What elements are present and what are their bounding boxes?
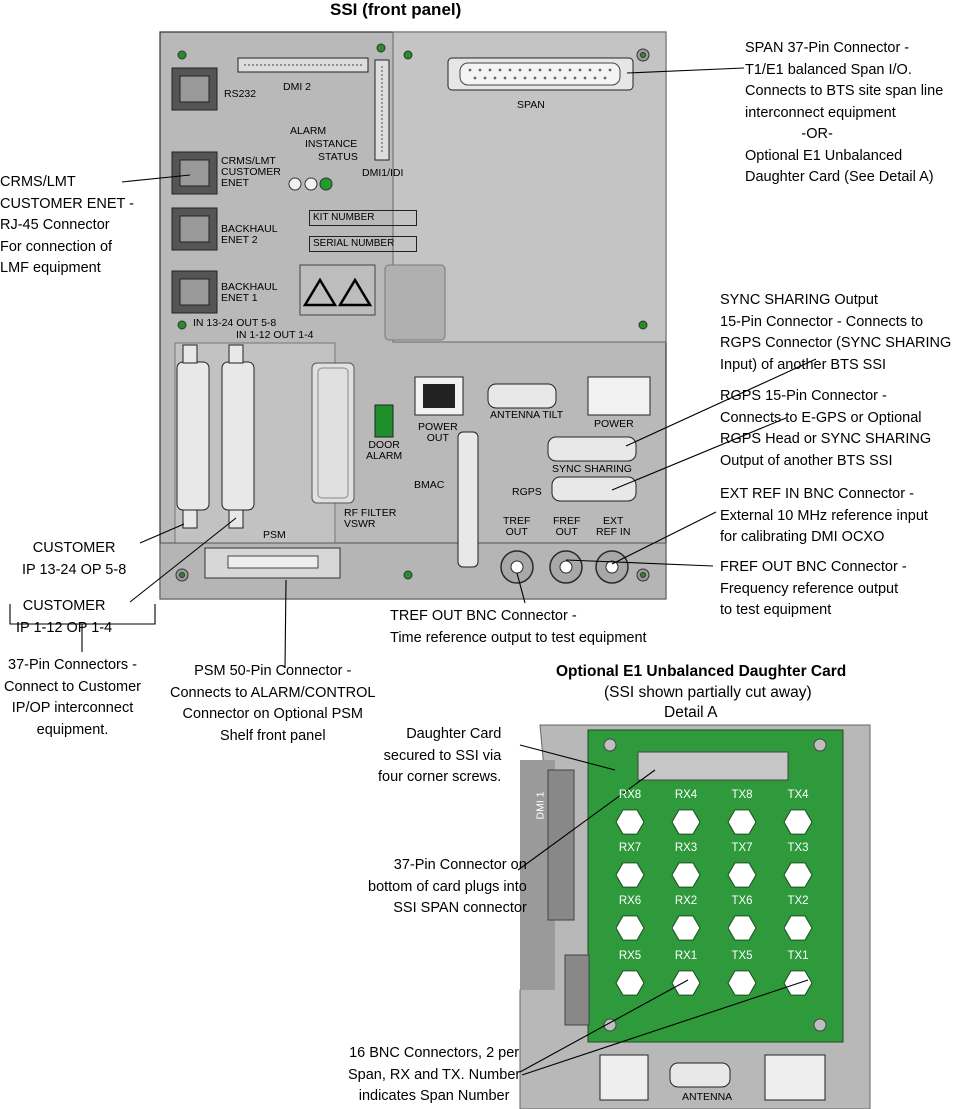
callout-fref-out: FREF OUT BNC Connector - Frequency refer… bbox=[720, 559, 907, 618]
label-status: STATUS bbox=[318, 151, 358, 163]
label-antenna-tilt: ANTENNA TILT bbox=[490, 409, 564, 421]
callout-37pin-connectors: 37-Pin Connectors - Connect to Customer … bbox=[4, 657, 142, 738]
callout-16-bnc: 16 BNC Connectors, 2 per Span, RX and TX… bbox=[348, 1045, 521, 1104]
label-dmi2: DMI 2 bbox=[283, 81, 312, 93]
bnc-connector-rx7 bbox=[615, 862, 645, 888]
bnc-connector-tx2 bbox=[783, 915, 813, 941]
bnc-label-rx6: RX6 bbox=[618, 895, 642, 907]
callout-ext-ref-in: EXT REF IN BNC Connector - External 10 M… bbox=[720, 486, 928, 545]
bnc-connector-tx4 bbox=[783, 809, 813, 835]
bnc-connector-rx5 bbox=[615, 970, 645, 996]
bnc-label-rx1: RX1 bbox=[674, 950, 698, 962]
bnc-label-tx5: TX5 bbox=[731, 950, 753, 962]
label-rs232: RS232 bbox=[224, 88, 257, 100]
label-power: POWER bbox=[594, 418, 634, 430]
bnc-connector-rx6 bbox=[615, 915, 645, 941]
callout-span-connector: SPAN 37-Pin Connector - T1/E1 balanced S… bbox=[745, 40, 944, 185]
bnc-connector-tx5 bbox=[727, 970, 757, 996]
bnc-connector-rx3 bbox=[671, 862, 701, 888]
label-crms-enet: CRMS/LMT CUSTOMER ENET bbox=[221, 155, 281, 189]
bnc-connector-tx6 bbox=[727, 915, 757, 941]
label-sync-sharing: SYNC SHARING bbox=[552, 463, 632, 475]
callout-rgps: RGPS 15-Pin Connector - Connects to E-GP… bbox=[720, 388, 932, 469]
diagram-title: SSI (front panel) bbox=[330, 0, 462, 19]
bnc-connector-rx1 bbox=[671, 970, 701, 996]
callout-customer-1-12: CUSTOMER IP 1-12 OP 1-4 bbox=[16, 598, 113, 636]
bnc-connector-rx4 bbox=[671, 809, 701, 835]
label-span: SPAN bbox=[517, 99, 545, 111]
label-ext-ref-in: EXT REF IN bbox=[596, 515, 631, 538]
callout-sync-sharing: SYNC SHARING Output 15-Pin Connector - C… bbox=[720, 292, 952, 373]
detail-label: Detail A bbox=[664, 704, 718, 721]
label-in1-12: IN 1-12 OUT 1-4 bbox=[236, 329, 314, 341]
label-power-out: POWER OUT bbox=[418, 421, 458, 444]
serial-number-box: SERIAL NUMBER bbox=[309, 236, 417, 252]
bnc-connector-tx8 bbox=[727, 809, 757, 835]
callout-customer-13-24: CUSTOMER IP 13-24 OP 5-8 bbox=[22, 540, 127, 578]
bnc-hex-grid bbox=[615, 809, 813, 996]
label-antenna: ANTENNA bbox=[682, 1091, 733, 1103]
callout-daughter-card: Daughter Card secured to SSI via four co… bbox=[378, 726, 502, 785]
ssi-front-panel bbox=[159, 31, 667, 600]
bnc-label-rx8: RX8 bbox=[618, 789, 642, 801]
bnc-label-rx7: RX7 bbox=[618, 842, 642, 854]
bnc-label-rx4: RX4 bbox=[674, 789, 698, 801]
label-alarm: ALARM bbox=[290, 125, 327, 137]
callout-37pin-card: 37-Pin Connector on bottom of card plugs… bbox=[368, 857, 527, 916]
bnc-connector-tx7 bbox=[727, 862, 757, 888]
label-fref-out: FREF OUT bbox=[553, 515, 581, 538]
bnc-label-tx8: TX8 bbox=[731, 789, 753, 801]
label-backhaul-enet2: BACKHAUL ENET 2 bbox=[221, 223, 278, 246]
bnc-label-tx2: TX2 bbox=[787, 895, 809, 907]
leader-lines bbox=[9, 67, 817, 669]
bnc-connector-tx3 bbox=[783, 862, 813, 888]
callout-crms-enet: CRMS/LMT CUSTOMER ENET - RJ-45 Connector… bbox=[0, 174, 135, 276]
label-in13-24: IN 13-24 OUT 5-8 bbox=[193, 317, 277, 329]
label-dmi1idi: DMI1/IDI bbox=[362, 167, 404, 179]
label-door-alarm: DOOR ALARM bbox=[366, 439, 403, 462]
callout-psm-50pin: PSM 50-Pin Connector - Connects to ALARM… bbox=[170, 663, 376, 744]
callout-tref-out: TREF OUT BNC Connector - Time reference … bbox=[390, 608, 647, 646]
bnc-label-rx3: RX3 bbox=[674, 842, 698, 854]
bnc-label-tx7: TX7 bbox=[731, 842, 753, 854]
label-tref-out: TREF OUT bbox=[503, 515, 531, 538]
bnc-label-tx4: TX4 bbox=[787, 789, 809, 801]
label-dmi1: DMI 1 bbox=[534, 791, 547, 820]
label-rf-filter: RF FILTER VSWR bbox=[344, 507, 397, 530]
bnc-connector-rx8 bbox=[615, 809, 645, 835]
kit-number-box: KIT NUMBER bbox=[309, 210, 417, 226]
bnc-label-rx2: RX2 bbox=[674, 895, 698, 907]
label-instance: INSTANCE bbox=[305, 138, 358, 150]
label-rgps: RGPS bbox=[512, 486, 542, 498]
detail-subtitle: (SSI shown partially cut away) bbox=[604, 684, 812, 701]
label-psm: PSM bbox=[263, 529, 286, 541]
label-bmac: BMAC bbox=[414, 479, 445, 491]
bnc-label-rx5: RX5 bbox=[618, 950, 642, 962]
bnc-label-tx6: TX6 bbox=[731, 895, 753, 907]
label-backhaul-enet1: BACKHAUL ENET 1 bbox=[221, 281, 278, 304]
detail-a-card bbox=[519, 724, 871, 1109]
bnc-label-tx1: TX1 bbox=[787, 950, 809, 962]
bnc-label-tx3: TX3 bbox=[787, 842, 809, 854]
detail-title: Optional E1 Unbalanced Daughter Card bbox=[556, 663, 847, 680]
bnc-connector-rx2 bbox=[671, 915, 701, 941]
